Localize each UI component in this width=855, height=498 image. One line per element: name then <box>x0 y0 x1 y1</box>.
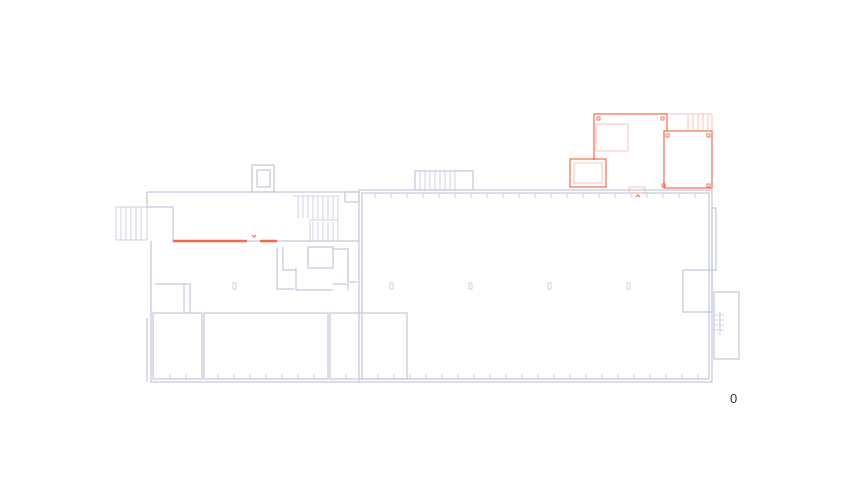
wall-ticks <box>169 193 699 379</box>
column-markers <box>232 282 631 290</box>
highlighted-addition <box>173 113 713 243</box>
scale-label: 0 <box>730 391 738 406</box>
building-walls <box>146 164 740 383</box>
stairs <box>115 171 724 335</box>
